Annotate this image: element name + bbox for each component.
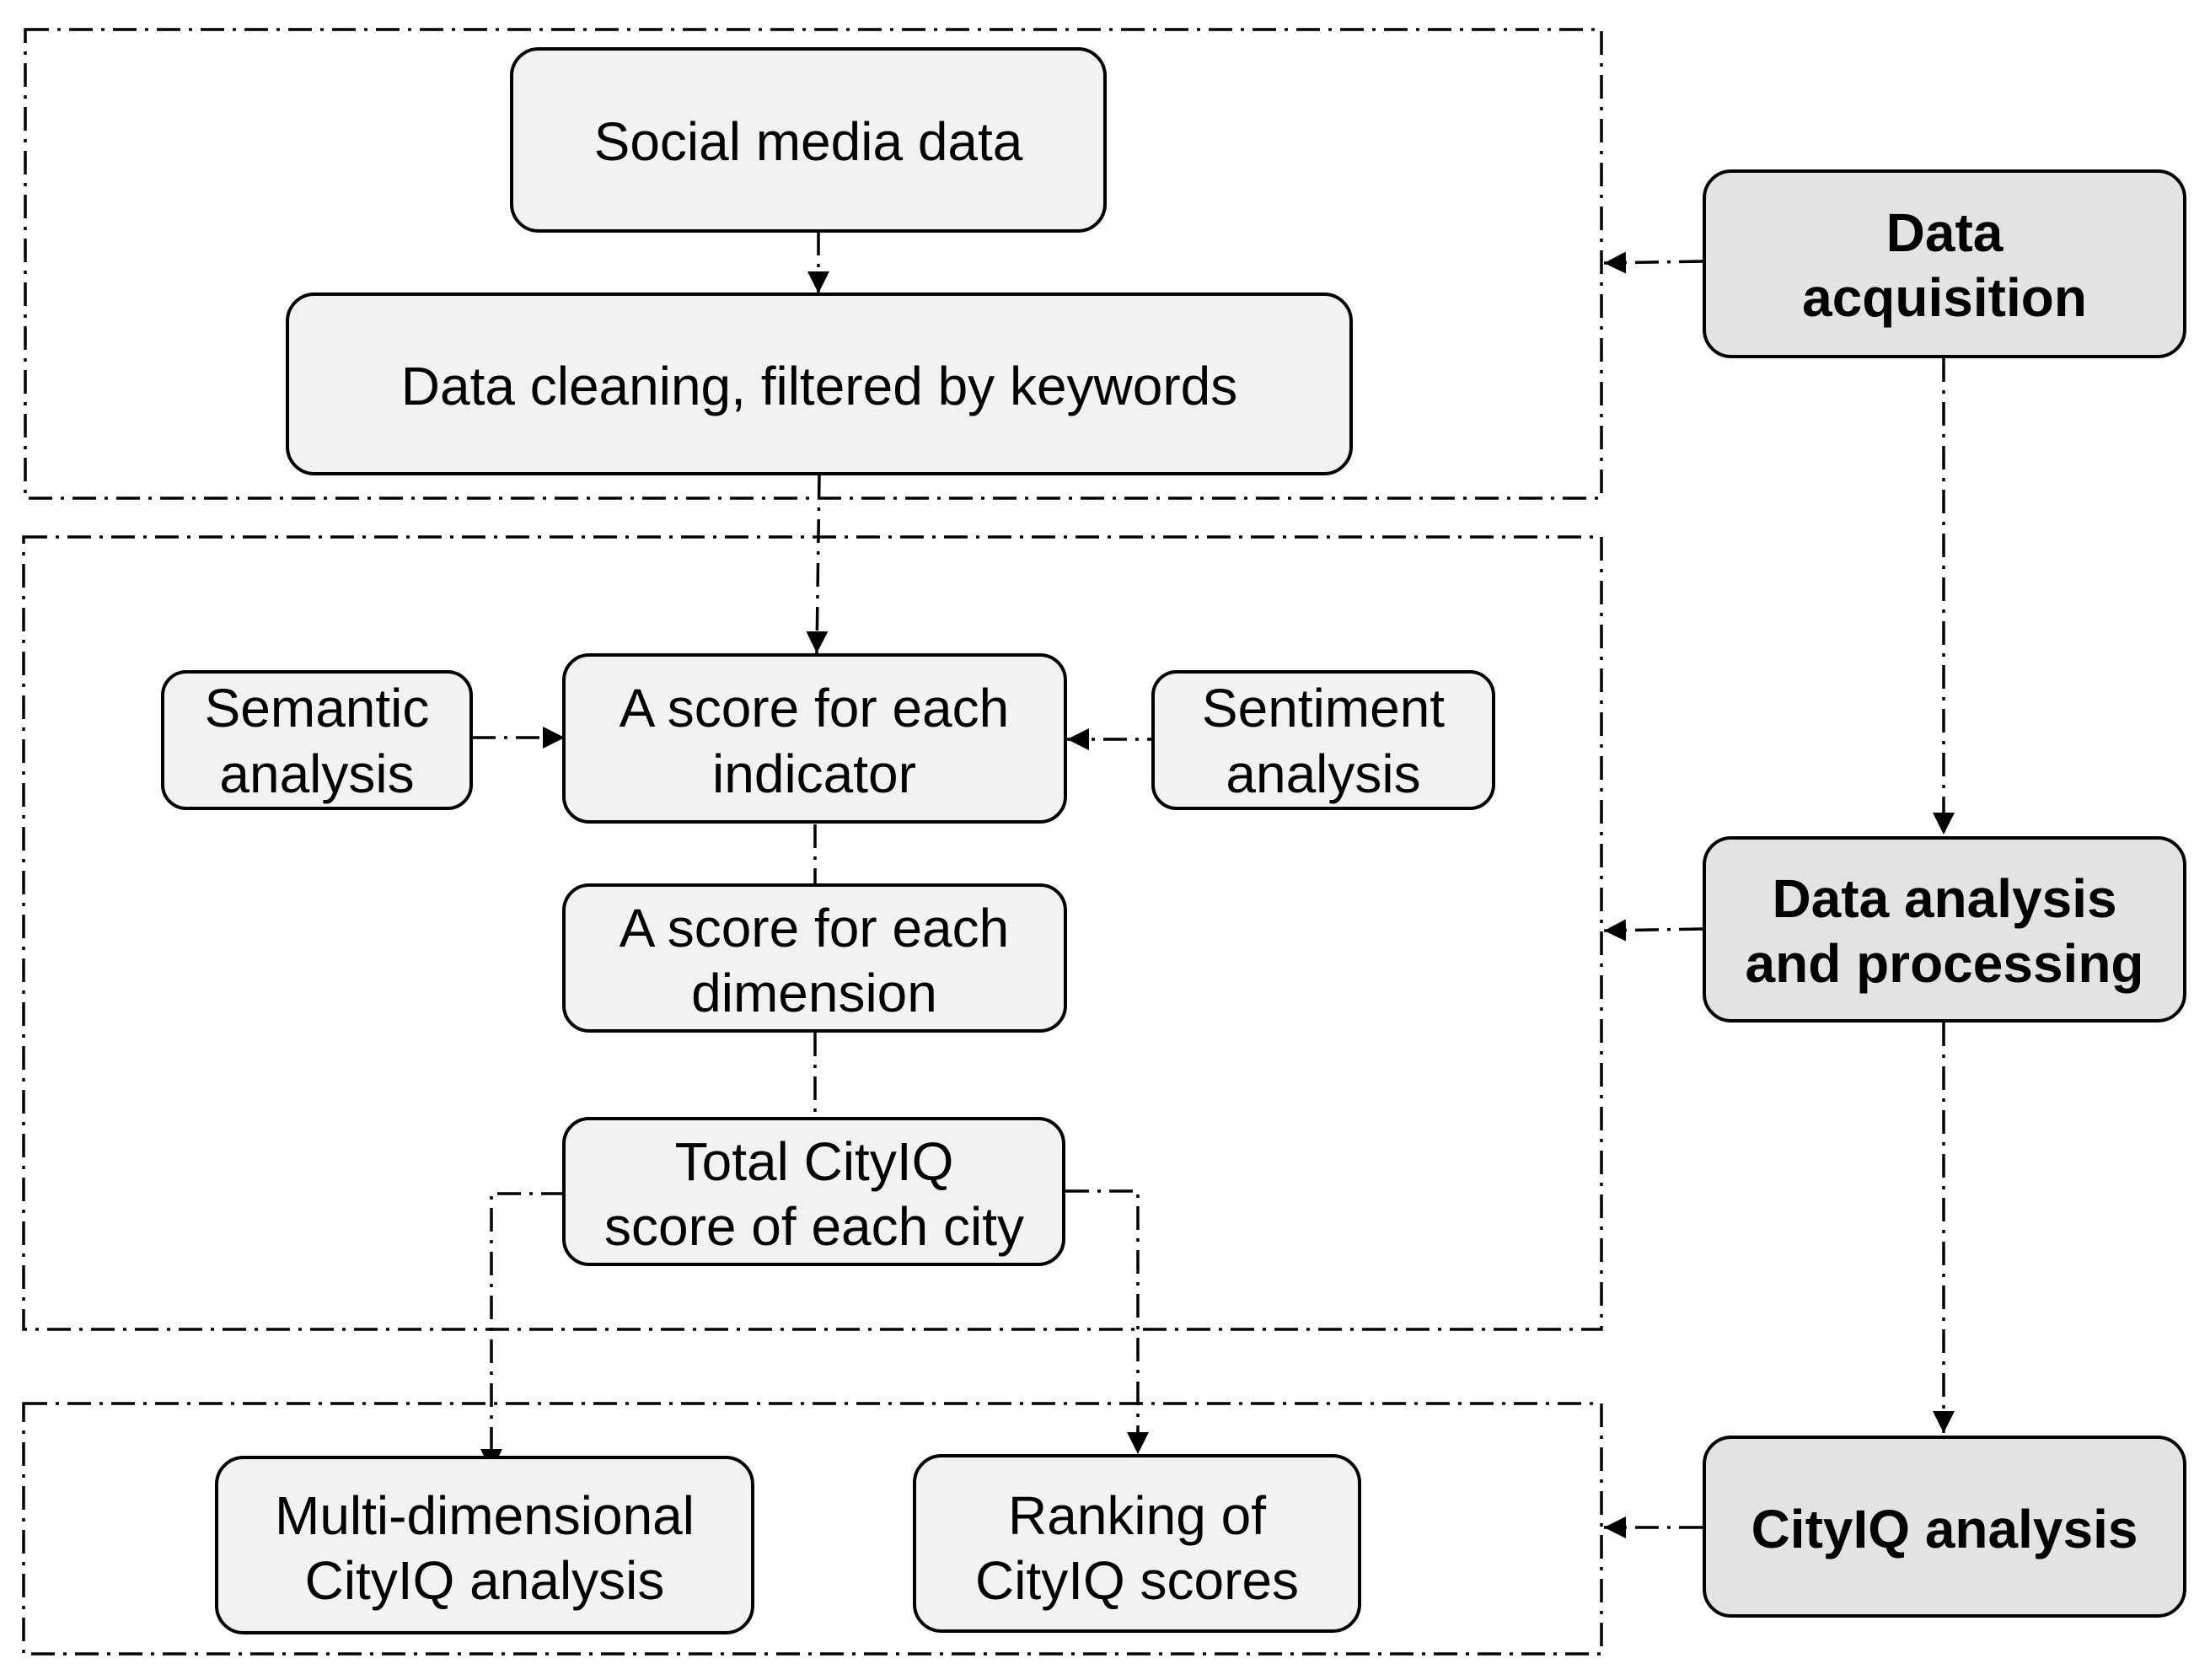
- arrow-processing-to-group: [1603, 919, 1703, 942]
- arrow-acquisition-to-group: [1603, 251, 1703, 274]
- data-processing-group: [22, 535, 1603, 1331]
- indicator-score-label-line-1: A score for each: [620, 678, 1009, 738]
- stage-data-processing: Data analysis and processing: [1703, 836, 2186, 1022]
- total-score-label-line-1: Total CityIQ: [675, 1131, 954, 1192]
- stage-data-processing-line-2: and processing: [1746, 933, 2144, 994]
- dimension-score-box: A score for each dimension: [562, 883, 1067, 1033]
- sentiment-analysis-label-line-1: Sentiment: [1202, 678, 1445, 738]
- dimension-score-label-line-1: A score for each: [620, 898, 1009, 958]
- total-score-box: Total CityIQ score of each city: [562, 1117, 1065, 1266]
- stage-data-acquisition: Data acquisition: [1703, 169, 2186, 358]
- cityiq-analysis-group: [22, 1402, 1603, 1656]
- data-acquisition-group: [24, 28, 1603, 500]
- stage-data-acquisition-line-2: acquisition: [1802, 267, 2087, 328]
- semantic-analysis-label-line-1: Semantic: [205, 678, 430, 738]
- social-media-data-label: Social media data: [594, 111, 1023, 172]
- arrow-total-to-multidim: [480, 1192, 565, 1471]
- semantic-analysis-box: Semantic analysis: [161, 670, 473, 810]
- stage-data-processing-line-1: Data analysis: [1772, 868, 2116, 929]
- sentiment-analysis-label-line-2: analysis: [1226, 743, 1420, 804]
- sentiment-analysis-box: Sentiment analysis: [1151, 670, 1495, 810]
- data-cleaning-label: Data cleaning, filtered by keywords: [401, 356, 1238, 416]
- dimension-score-label-line-2: dimension: [691, 963, 937, 1023]
- multi-dimensional-label-line-2: CityIQ analysis: [305, 1550, 665, 1611]
- arrow-total-to-ranking: [1065, 1189, 1149, 1454]
- stage-data-acquisition-line-1: Data: [1886, 202, 2003, 263]
- ranking-box: Ranking of CityIQ scores: [913, 1454, 1361, 1633]
- arrow-cleaning-to-indicator: [806, 475, 829, 654]
- ranking-label-line-2: CityIQ scores: [975, 1550, 1299, 1611]
- multi-dimensional-analysis-box: Multi-dimensional CityIQ analysis: [215, 1456, 754, 1634]
- total-score-label-line-2: score of each city: [604, 1196, 1024, 1257]
- indicator-score-label-line-2: indicator: [712, 743, 916, 804]
- stage-cityiq-analysis-label: CityIQ analysis: [1751, 1499, 2138, 1559]
- stage-cityiq-analysis: CityIQ analysis: [1703, 1436, 2186, 1618]
- semantic-analysis-label-line-2: analysis: [219, 743, 414, 804]
- data-cleaning-box: Data cleaning, filtered by keywords: [286, 293, 1353, 475]
- indicator-score-box: A score for each indicator: [562, 653, 1067, 824]
- ranking-label-line-1: Ranking of: [1008, 1485, 1266, 1546]
- multi-dimensional-label-line-1: Multi-dimensional: [275, 1485, 695, 1546]
- social-media-data-box: Social media data: [510, 47, 1107, 233]
